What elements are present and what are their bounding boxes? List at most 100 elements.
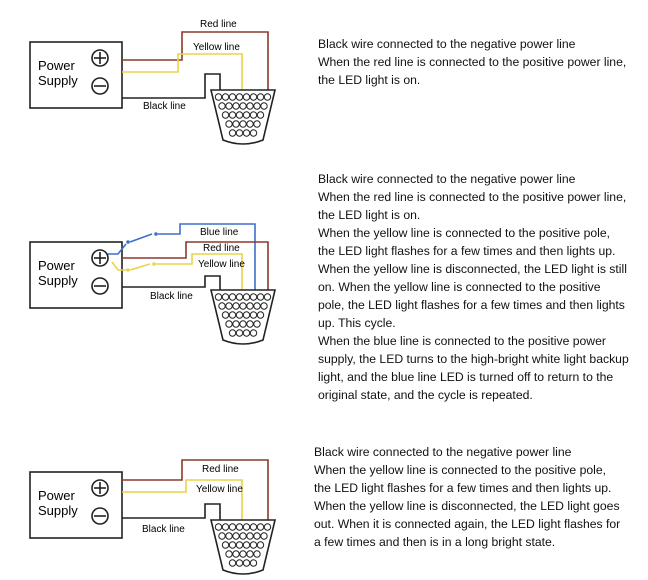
connector-pin-icon [235, 559, 244, 567]
black-wire-label: Black line [150, 291, 193, 302]
connector-pin-icon [235, 523, 244, 531]
connector-pin-icon [235, 311, 244, 319]
connector-pin-icon [253, 550, 261, 558]
connector-pin-icon [242, 293, 251, 301]
connector-pin-icon [242, 523, 251, 531]
yellow-wire [122, 479, 243, 520]
red-wire-label: Red line [200, 19, 237, 30]
black-wire-label: Black line [142, 524, 185, 535]
description-line: a few times and then is in a long bright… [314, 535, 556, 549]
connector-pin-icon [218, 532, 226, 540]
connector-pin-icon [232, 102, 240, 110]
description-line: When the yellow line is connected to the… [314, 463, 606, 477]
connector-pin-icon [263, 293, 272, 301]
power-supply-label: Supply [38, 73, 78, 88]
blue-wire-label: Blue line [200, 227, 239, 238]
connector-pin-icon [239, 120, 247, 128]
connector-pin-icon [260, 532, 268, 540]
description-line: up. This cycle. [318, 316, 396, 330]
description-line: supply, the LED turns to the high-bright… [318, 352, 629, 366]
connector-pin-icon [260, 302, 268, 310]
wiring-diagram-1: Power Supply Red line Yellow line Black … [0, 10, 300, 145]
connector-pin-icon [246, 550, 254, 558]
positive-terminal-icon [91, 479, 109, 497]
red-wire [122, 31, 269, 90]
connector-pin-icon [221, 111, 230, 119]
connector-pin-icon [218, 302, 226, 310]
negative-terminal-icon [91, 77, 109, 95]
blue-wire [108, 223, 256, 290]
connector-pin-icon [249, 93, 258, 101]
connector-pin-icon [225, 550, 233, 558]
connector-pin-icon [246, 120, 254, 128]
description-line: When the yellow line is disconnected, th… [314, 499, 620, 513]
connector-pin-icon [253, 120, 261, 128]
connector-pin-icon [235, 111, 244, 119]
led-connector-icon [209, 289, 277, 345]
red-wire [122, 241, 269, 290]
led-connector-icon [209, 89, 277, 145]
description-line: the LED light flashes for a few times an… [314, 481, 612, 495]
yellow-wire [111, 253, 243, 290]
connector-pin-icon [218, 102, 226, 110]
red-wire-label: Red line [203, 243, 240, 254]
connector-pin-icon [249, 129, 258, 137]
connector-pin-icon [239, 550, 247, 558]
connector-pin-icon [256, 93, 265, 101]
connector-pin-icon [263, 523, 272, 531]
connector-pin-icon [239, 102, 247, 110]
led-connector-icon [209, 519, 277, 575]
connector-pin-icon [232, 320, 240, 328]
connector-pin-icon [225, 320, 233, 328]
connector-pin-icon [246, 102, 254, 110]
connector-pin-icon [228, 541, 237, 549]
power-supply-label: Supply [38, 273, 78, 288]
connector-pin-icon [225, 120, 233, 128]
description-3: Black wire connected to the negative pow… [314, 443, 620, 551]
connector-pin-icon [232, 532, 240, 540]
connector-pin-icon [232, 550, 240, 558]
connector-pin-icon [260, 102, 268, 110]
connector-pin-icon [221, 93, 230, 101]
connector-pin-icon [214, 293, 223, 301]
description-line: When the blue line is connected to the p… [318, 334, 606, 348]
connector-pin-icon [249, 311, 258, 319]
connector-pin-icon [256, 293, 265, 301]
description-line: Black wire connected to the negative pow… [314, 445, 572, 459]
connector-pin-icon [263, 93, 272, 101]
connector-pin-icon [253, 320, 261, 328]
black-wire [122, 73, 221, 99]
connector-pin-icon [253, 302, 261, 310]
description-line: original state, and the cycle is repeate… [318, 388, 533, 402]
connector-pin-icon [232, 302, 240, 310]
connector-pin-icon [242, 311, 251, 319]
connector-pin-icon [232, 120, 240, 128]
connector-pin-icon [235, 293, 244, 301]
connector-pin-icon [228, 523, 237, 531]
black-wire-label: Black line [143, 101, 186, 112]
connector-pin-icon [221, 541, 230, 549]
yellow-wire [122, 53, 243, 90]
connector-pin-icon [228, 329, 237, 337]
negative-terminal-icon [91, 277, 109, 295]
description-line: When the yellow line is connected to the… [318, 226, 610, 240]
connector-pin-icon [249, 559, 258, 567]
connector-pin-icon [249, 329, 258, 337]
connector-pin-icon [228, 311, 237, 319]
description-line: When the red line is connected to the po… [318, 190, 627, 204]
negative-terminal-icon [91, 507, 109, 525]
connector-pin-icon [228, 111, 237, 119]
description-line: the LED light flashes for a few times an… [318, 244, 616, 258]
connector-pin-icon [253, 532, 261, 540]
connector-pin-icon [235, 329, 244, 337]
description-2: Black wire connected to the negative pow… [318, 170, 629, 404]
connector-pin-icon [228, 129, 237, 137]
red-wire-label: Red line [202, 464, 239, 475]
description-line: pole, the LED light flashes for a few ti… [318, 298, 625, 312]
yellow-wire-label: Yellow line [196, 484, 243, 495]
description-line: out. When it is connected again, the LED… [314, 517, 621, 531]
description-line: the LED light is on. [318, 208, 421, 222]
connector-pin-icon [225, 532, 233, 540]
connector-pin-icon [246, 302, 254, 310]
connector-pin-icon [239, 532, 247, 540]
